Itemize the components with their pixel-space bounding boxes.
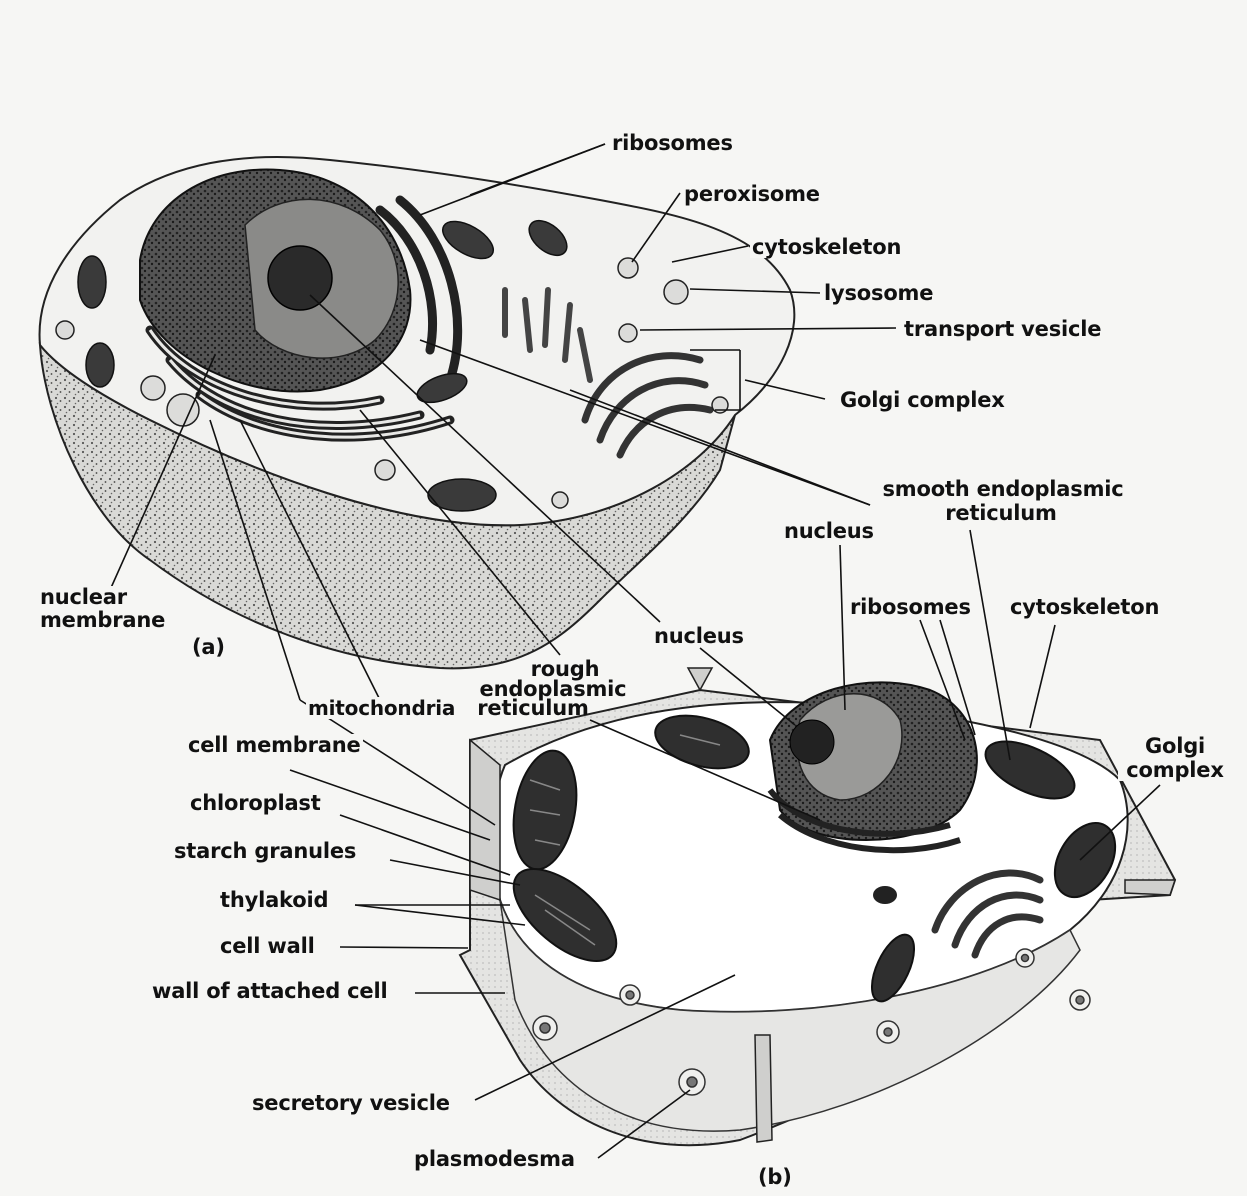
label-golgi-b-line1: Golgi	[1118, 735, 1232, 757]
label-lysosome: lysosome	[822, 282, 935, 304]
label-cytoskeleton-b: cytoskeleton	[1008, 596, 1161, 618]
label-peroxisome: peroxisome	[682, 183, 822, 205]
label-wall-of-attached-cell: wall of attached cell	[150, 980, 389, 1002]
nucleolus-a	[268, 246, 332, 310]
label-nuclear-membrane-line1: nuclear	[38, 586, 129, 608]
label-golgi-complex-a: Golgi complex	[838, 389, 1007, 411]
label-smooth-er-line2: reticulum	[866, 502, 1136, 524]
label-panel-a: (a)	[192, 636, 225, 658]
label-cell-wall: cell wall	[218, 935, 317, 957]
label-transport-vesicle: transport vesicle	[902, 318, 1103, 340]
label-ribosomes-b: ribosomes	[848, 596, 973, 618]
animal-cell	[40, 157, 795, 668]
label-ribosomes-top: ribosomes	[610, 132, 735, 154]
label-nucleus-a: nucleus	[652, 625, 746, 647]
label-panel-b: (b)	[758, 1166, 792, 1188]
label-smooth-er-line1: smooth endoplasmic	[866, 478, 1140, 500]
label-nucleus-b: nucleus	[782, 520, 876, 542]
label-golgi-b-line2: complex	[1118, 759, 1232, 781]
nucleolus-b	[790, 720, 834, 764]
label-chloroplast: chloroplast	[188, 792, 323, 814]
label-starch-granules: starch granules	[172, 840, 358, 862]
plant-cell	[460, 668, 1175, 1145]
label-secretory-vesicle: secretory vesicle	[250, 1092, 452, 1114]
label-cytoskeleton-top: cytoskeleton	[750, 236, 903, 258]
label-rough-er-line3: reticulum	[468, 697, 598, 719]
label-thylakoid: thylakoid	[218, 889, 330, 911]
label-cell-membrane: cell membrane	[186, 734, 363, 756]
label-plasmodesma: plasmodesma	[412, 1148, 577, 1170]
label-mitochondria: mitochondria	[306, 697, 457, 719]
label-nuclear-membrane-line2: membrane	[38, 609, 167, 631]
